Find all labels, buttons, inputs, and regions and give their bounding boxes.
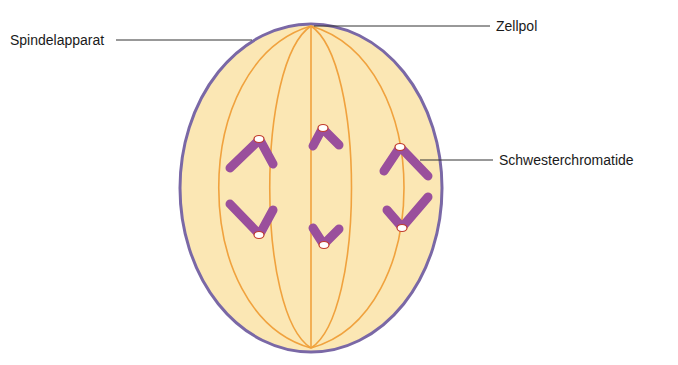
centromere [395,144,405,151]
spindle-fibre [219,26,311,348]
leader-line [116,40,252,41]
spindle-fibre [311,26,352,348]
leader-line [420,160,493,161]
spindle-label: Spindelapparat [10,32,104,48]
centromere [254,232,264,239]
centromere [254,136,264,143]
cell-membrane [180,24,442,352]
centromere [397,225,407,232]
chromatid [313,228,339,242]
chromatid [230,204,273,232]
leader-line [314,26,490,27]
chromatid-label: Schwesterchromatide [499,152,634,168]
chromatids [230,131,428,242]
chromatid [230,142,273,168]
centromere [318,125,328,132]
spindle-fibres [219,26,404,348]
spindle-fibre [270,26,311,348]
leader-lines [116,26,493,160]
chromatid [384,150,428,176]
chromatid [313,131,339,146]
spindle-fibre [311,26,404,348]
centromere [319,242,329,249]
pole-label: Zellpol [496,18,537,34]
centromeres [254,125,407,249]
spindle-fibre [310,26,312,348]
chromatid [387,197,428,225]
